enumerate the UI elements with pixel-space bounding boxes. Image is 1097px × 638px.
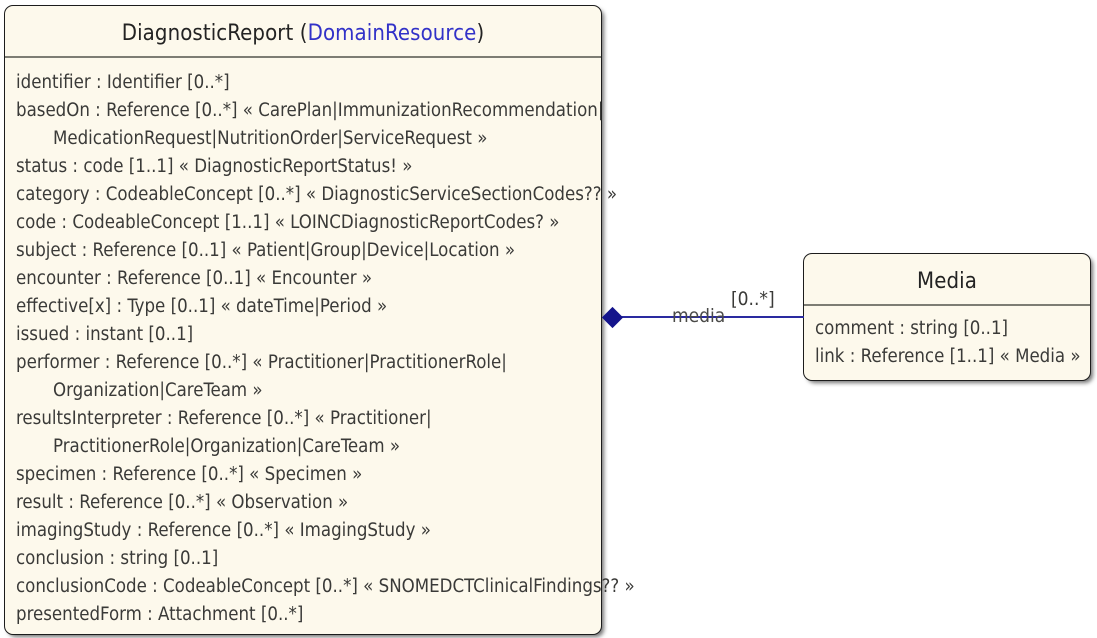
class-parent-diagnostic-report: DomainResource xyxy=(307,21,477,46)
association-multiplicity-label: [0..*] xyxy=(731,288,775,310)
diagnostic-report-attribute-row: conclusionCode : CodeableConcept [0..*] … xyxy=(16,576,635,597)
diagnostic-report-attribute-row: resultsInterpreter : Reference [0..*] « … xyxy=(16,408,432,429)
diagnostic-report-attribute-row: identifier : Identifier [0..*] xyxy=(16,72,230,93)
association-role-label: media xyxy=(672,305,726,327)
class-title-media: Media xyxy=(804,254,1090,306)
class-parent-open-paren: ( xyxy=(293,21,308,46)
class-box-diagnostic-report[interactable]: DiagnosticReport (DomainResource) identi… xyxy=(4,5,635,635)
diagnostic-report-attribute-row: conclusion : string [0..1] xyxy=(16,548,219,569)
media-attribute-row: comment : string [0..1] xyxy=(815,318,1009,339)
diagnostic-report-attribute-row: category : CodeableConcept [0..*] « Diag… xyxy=(16,184,618,205)
association-line-media xyxy=(618,316,804,318)
diagnostic-report-attribute-row: effective[x] : Type [0..1] « dateTime|Pe… xyxy=(16,296,388,317)
diagnostic-report-attribute-row: subject : Reference [0..1] « Patient|Gro… xyxy=(16,240,516,261)
diagnostic-report-attribute-row: code : CodeableConcept [1..1] « LOINCDia… xyxy=(16,212,560,233)
attribute-list-media: comment : string [0..1] link : Reference … xyxy=(804,306,1090,371)
class-parent-close-paren: ) xyxy=(476,21,485,46)
media-attribute-row: link : Reference [1..1] « Media » xyxy=(815,346,1081,367)
diagnostic-report-attribute-row: status : code [1..1] « DiagnosticReportS… xyxy=(16,156,413,177)
diagnostic-report-attribute-row: issued : instant [0..1] xyxy=(16,324,194,345)
class-title-diagnostic-report: DiagnosticReport (DomainResource) xyxy=(5,6,601,58)
class-box-media[interactable]: Media comment : string [0..1] link : Refe… xyxy=(803,253,1091,381)
diagnostic-report-attribute-row: MedicationRequest|NutritionOrder|Service… xyxy=(53,128,488,149)
diagnostic-report-attribute-row: performer : Reference [0..*] « Practitio… xyxy=(16,352,507,373)
class-name-diagnostic-report: DiagnosticReport xyxy=(121,21,294,46)
class-name-media: Media xyxy=(917,269,977,294)
attribute-list-diagnostic-report: identifier : Identifier [0..*] basedOn : … xyxy=(5,58,635,629)
diagnostic-report-attribute-row: Organization|CareTeam » xyxy=(53,380,263,401)
diagnostic-report-attribute-row: basedOn : Reference [0..*] « CarePlan|Im… xyxy=(16,100,604,121)
diagnostic-report-attribute-row: result : Reference [0..*] « Observation … xyxy=(16,492,349,513)
diagnostic-report-attribute-row: specimen : Reference [0..*] « Specimen » xyxy=(16,464,363,485)
diagnostic-report-attribute-row: PractitionerRole|Organization|CareTeam » xyxy=(53,436,401,457)
diagnostic-report-attribute-row: presentedForm : Attachment [0..*] xyxy=(16,604,304,625)
composition-diamond-icon xyxy=(601,306,624,329)
diagnostic-report-attribute-row: encounter : Reference [0..1] « Encounter… xyxy=(16,268,373,289)
diagnostic-report-attribute-row: imagingStudy : Reference [0..*] « Imagin… xyxy=(16,520,431,541)
